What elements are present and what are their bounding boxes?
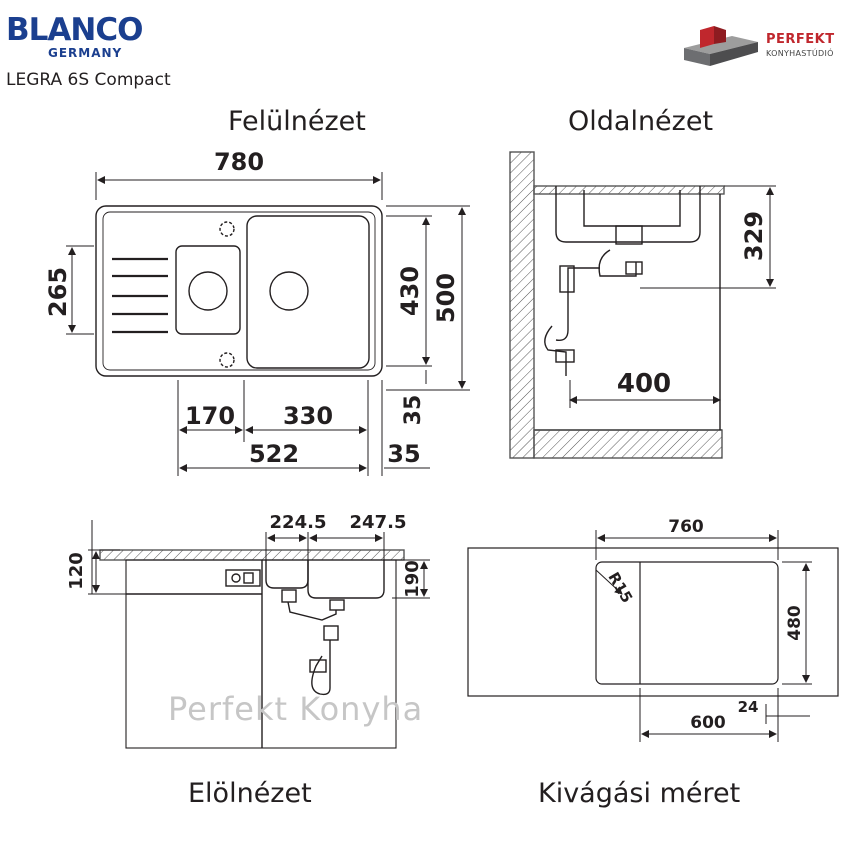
front-siphon	[311, 640, 331, 696]
top-view-title: Felülnézet	[228, 106, 366, 137]
small-bowl	[175, 245, 241, 335]
top-view-drawing	[66, 172, 470, 476]
brand-logo: BLANCO GERMANY	[6, 12, 143, 60]
front-small-bowl	[265, 560, 309, 589]
dim-front-drain-right: 247.5	[350, 512, 407, 533]
dim-small-bowl: 170	[185, 402, 235, 430]
top-view-dimensions: 780 265 430 500 35 170 330 522 35	[44, 148, 460, 468]
dim-cutout-offset: 600	[690, 713, 726, 733]
side-bowl	[555, 186, 701, 243]
dim-cutout-radius: R15	[604, 569, 636, 606]
partner-logo-icon	[684, 26, 758, 66]
dim-top-edge-right: 35	[387, 440, 420, 468]
cutout-view-dimensions: 760 480 R15 600 24	[604, 517, 805, 733]
cutout-view-drawing	[467, 530, 839, 742]
sink-outline	[95, 205, 383, 377]
side-trap	[598, 249, 637, 277]
cutout-countertop	[467, 547, 839, 697]
dim-top-depth-inner: 430	[396, 266, 424, 316]
cutout-view-title: Kivágási méret	[538, 778, 741, 809]
dim-side-depth: 400	[617, 369, 671, 399]
brand-name: BLANCO	[6, 12, 143, 48]
side-siphon	[544, 325, 567, 376]
countertop-section	[533, 185, 725, 195]
front-overflow	[225, 569, 261, 587]
dim-cutout-small: 24	[738, 698, 759, 716]
partner-subtitle: KONYHASTÚDIÓ	[766, 49, 834, 58]
dim-top-left-height: 265	[44, 267, 72, 317]
dim-top-depth-outer: 500	[432, 273, 460, 323]
plinth	[533, 429, 723, 459]
dim-front-thickness: 120	[66, 552, 87, 590]
wall-hatch	[509, 151, 535, 459]
tap-hole-top	[219, 221, 235, 237]
dim-top-width: 780	[214, 148, 264, 176]
side-drain	[615, 225, 643, 245]
dim-large-bowl: 330	[283, 402, 333, 430]
dim-bowls-total: 522	[249, 440, 299, 468]
brand-country: GERMANY	[48, 46, 123, 60]
side-waste-pipe	[555, 267, 600, 341]
cutout-shape	[595, 561, 779, 685]
dim-side-height: 329	[740, 211, 768, 261]
front-large-bowl	[307, 560, 385, 599]
watermark: Perfekt Konyha	[168, 690, 424, 728]
partner-logo: PERFEKT KONYHASTÚDIÓ	[680, 22, 840, 70]
large-bowl-drain	[269, 271, 309, 311]
dim-cutout-depth: 480	[785, 605, 805, 641]
small-bowl-drain	[188, 271, 228, 311]
dim-front-drain-left: 224.5	[270, 512, 327, 533]
front-connector	[287, 601, 337, 621]
front-view-dimensions: 120 190 224.5 247.5	[66, 512, 423, 598]
front-countertop	[99, 549, 405, 561]
front-view-title: Elölnézet	[188, 778, 312, 809]
dim-front-bowl-depth: 190	[402, 560, 423, 598]
dim-top-edge-bottom: 35	[401, 395, 426, 426]
drainboard-grooves	[112, 257, 168, 334]
side-view-dimensions: 329 400	[617, 211, 768, 399]
front-cabinet	[125, 559, 397, 749]
side-view-drawing	[509, 151, 776, 459]
tap-hole-bottom	[219, 352, 235, 368]
dim-cutout-width: 760	[668, 517, 704, 537]
large-bowl	[246, 215, 370, 369]
side-view-title: Oldalnézet	[568, 106, 714, 137]
model-name: LEGRA 6S Compact	[6, 70, 171, 90]
partner-name: PERFEKT	[766, 32, 835, 47]
front-view-drawing	[88, 520, 430, 749]
